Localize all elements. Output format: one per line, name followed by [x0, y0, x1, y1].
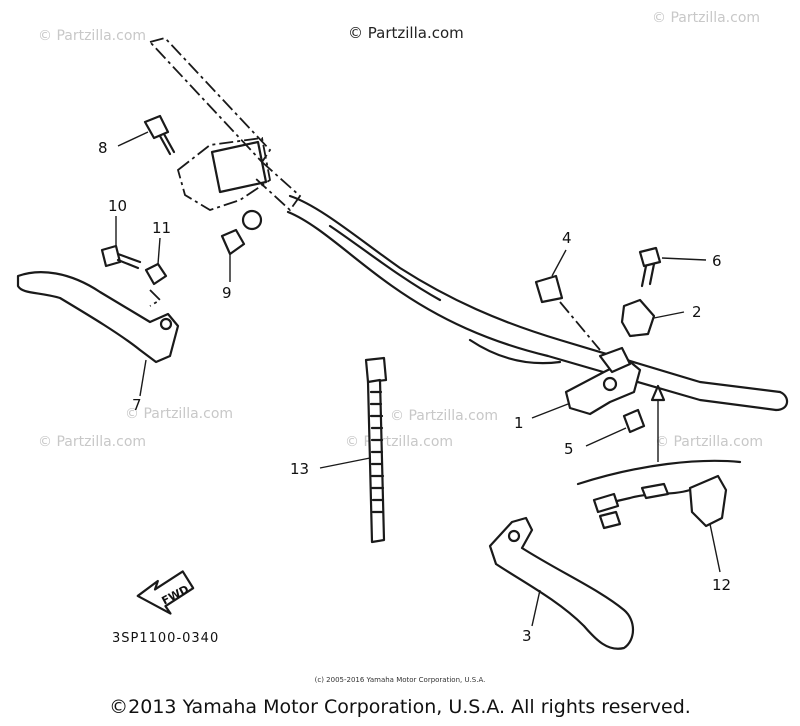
- callout-1: 1: [514, 414, 524, 432]
- nut-5: [585, 408, 646, 447]
- clutch-lever-3: [488, 516, 635, 650]
- callout-5: 5: [564, 440, 574, 458]
- brake-lever-7: [16, 271, 180, 397]
- watermark: © Partzilla.com: [125, 406, 233, 422]
- master-cylinder: [176, 136, 271, 231]
- callout-2: 2: [692, 303, 702, 321]
- nut-11: [144, 237, 168, 307]
- bolt-6: [638, 246, 707, 288]
- watermark: © Partzilla.com: [38, 28, 146, 44]
- small-copyright: (c) 2005-2016 Yamaha Motor Corporation, …: [315, 676, 486, 684]
- callout-11: 11: [152, 219, 171, 237]
- screw-4: [534, 249, 601, 351]
- cable-tie-13: [319, 356, 388, 544]
- bolt-8: [117, 114, 176, 156]
- lever-holder-1: [531, 346, 642, 419]
- callout-9: 9: [222, 284, 232, 302]
- callout-13: 13: [290, 460, 309, 478]
- watermark: © Partzilla.com: [345, 434, 453, 450]
- callout-10: 10: [108, 197, 127, 215]
- handlebar: [148, 36, 789, 412]
- nut-9: [220, 228, 246, 282]
- callout-12: 12: [712, 576, 731, 594]
- callout-8: 8: [98, 139, 108, 157]
- watermark: © Partzilla.com: [652, 10, 760, 26]
- clamp-2: [620, 298, 685, 338]
- callout-4: 4: [562, 229, 572, 247]
- callout-3: 3: [522, 627, 532, 645]
- watermark: © Partzilla.com: [390, 408, 498, 424]
- watermark: © Partzilla.com: [38, 434, 146, 450]
- assembly-arrow: [576, 384, 742, 486]
- diagram-code: 3SP1100-0340: [112, 631, 219, 646]
- watermark: © Partzilla.com: [655, 434, 763, 450]
- watermark-top: © Partzilla.com: [348, 24, 464, 42]
- bolt-10: [100, 216, 142, 270]
- fwd-arrow: FWD: [136, 570, 195, 615]
- footer-copyright: ©2013 Yamaha Motor Corporation, U.S.A. A…: [109, 696, 691, 718]
- callout-7: 7: [132, 396, 142, 414]
- switch-12: [592, 474, 728, 573]
- callout-6: 6: [712, 252, 722, 270]
